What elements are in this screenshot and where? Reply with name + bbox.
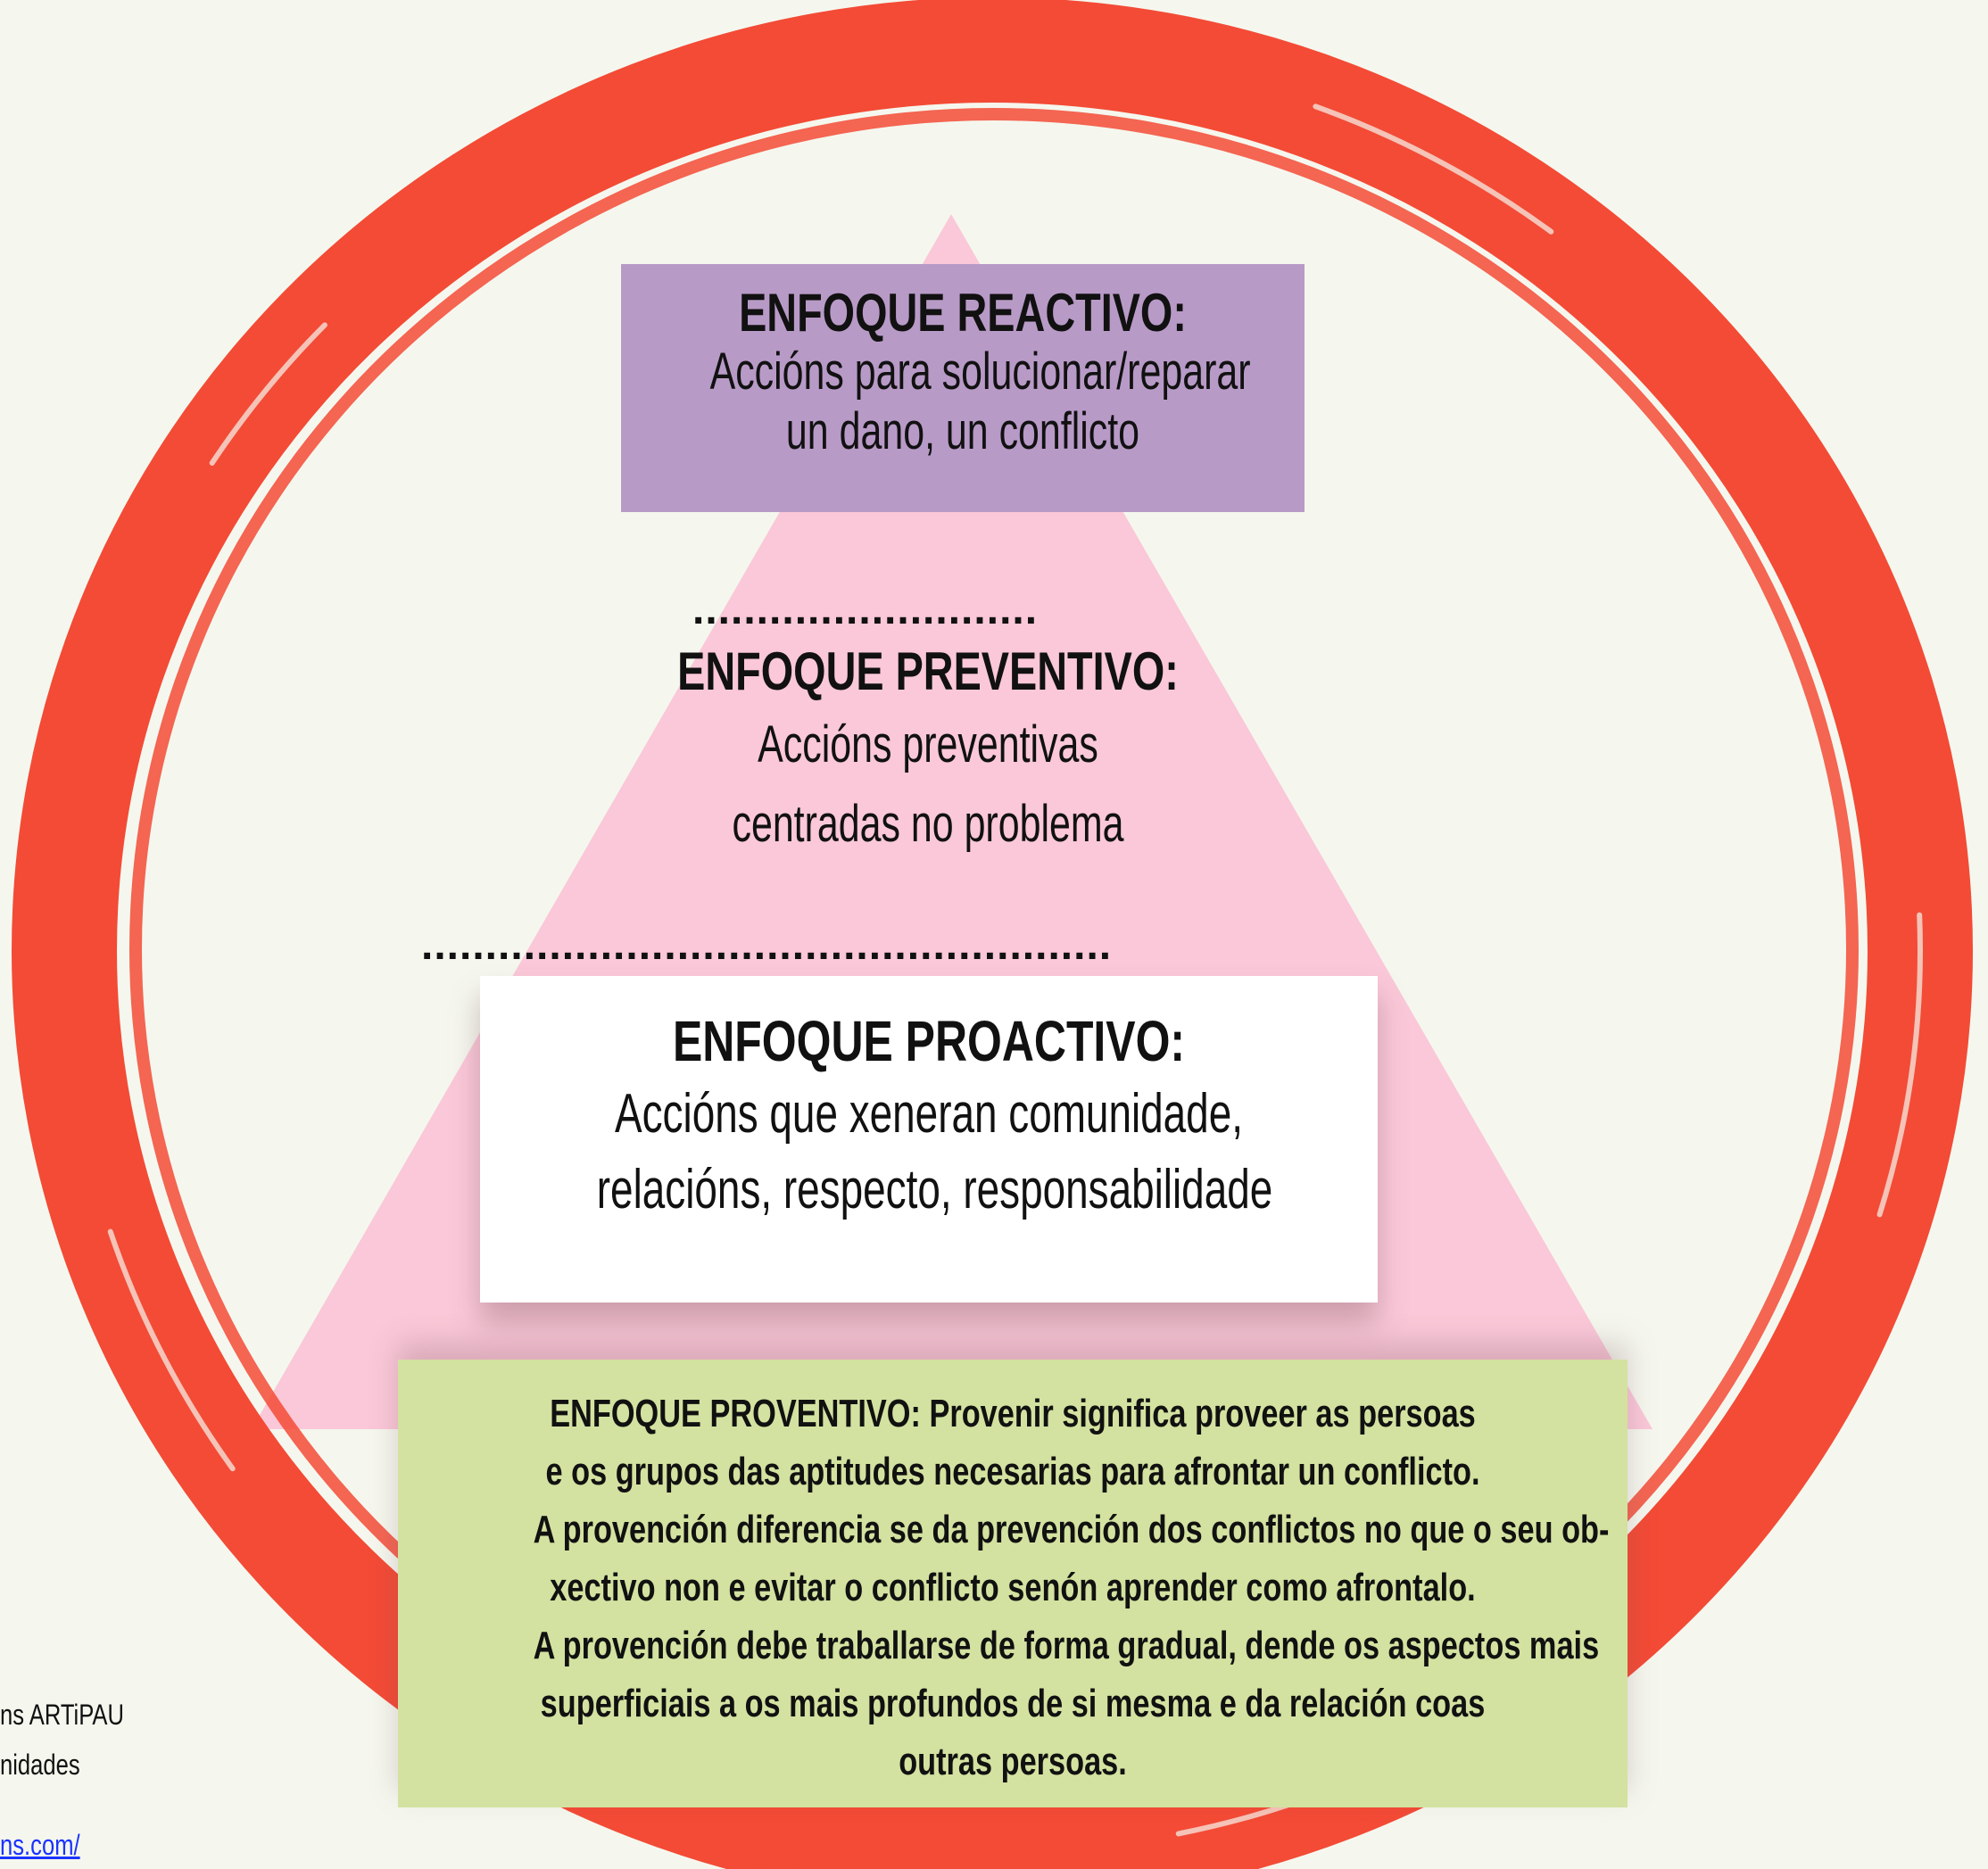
preventive-approach-box: ENFOQUE PREVENTIVO: Accións preventivas …: [571, 642, 1285, 892]
preventive-heading: ENFOQUE PREVENTIVO:: [677, 641, 1179, 701]
reactive-line-2: un dano, un conflicto: [785, 401, 1140, 460]
proactive-line-1: Accións que xeneran comunidade,: [615, 1083, 1243, 1145]
proventive-line: A provención diferencia se da prevención…: [533, 1508, 1610, 1551]
reactive-line-1: Accións para solucionar/reparar: [709, 343, 1251, 401]
proventive-line: outras persoas.: [899, 1740, 1127, 1783]
proventive-line: superficiais a os mais profundos de si m…: [540, 1682, 1486, 1725]
proactive-approach-box: ENFOQUE PROACTIVO: Accións que xeneran c…: [480, 976, 1378, 1303]
separator-dots-bottom: ........................................…: [421, 924, 1113, 967]
ring-texture-stroke: [62, 47, 1923, 1855]
credit-link[interactable]: ns.com/: [0, 1829, 80, 1861]
proventive-line: e os grupos das aptitudes necesarias par…: [545, 1450, 1480, 1493]
reactive-approach-box: ENFOQUE REACTIVO: Accións para soluciona…: [621, 264, 1305, 512]
credit-text-2: nidades: [0, 1749, 80, 1781]
separator-dots-top: ...........................: [692, 589, 1039, 632]
credit-text-1: ns ARTiPAU: [0, 1699, 124, 1731]
reactive-heading: ENFOQUE REACTIVO:: [739, 283, 1187, 343]
proventive-line: ENFOQUE PROVENTIVO: Provenir significa p…: [550, 1392, 1476, 1435]
ring-outer-stroke: [15, 17, 1966, 1869]
proventive-line: xectivo non e evitar o conflicto senón a…: [550, 1566, 1476, 1609]
preventive-line-1: Accións preventivas: [758, 715, 1098, 773]
proactive-heading: ENFOQUE PROACTIVO:: [672, 1009, 1186, 1073]
preventive-line-2: centradas no problema: [732, 794, 1124, 853]
proventive-line: A provención debe traballarse de forma g…: [533, 1624, 1600, 1667]
proventive-approach-box: ENFOQUE PROVENTIVO: Provenir significa p…: [398, 1360, 1628, 1807]
proactive-line-2: relacións, respecto, responsabilidade: [596, 1158, 1273, 1220]
